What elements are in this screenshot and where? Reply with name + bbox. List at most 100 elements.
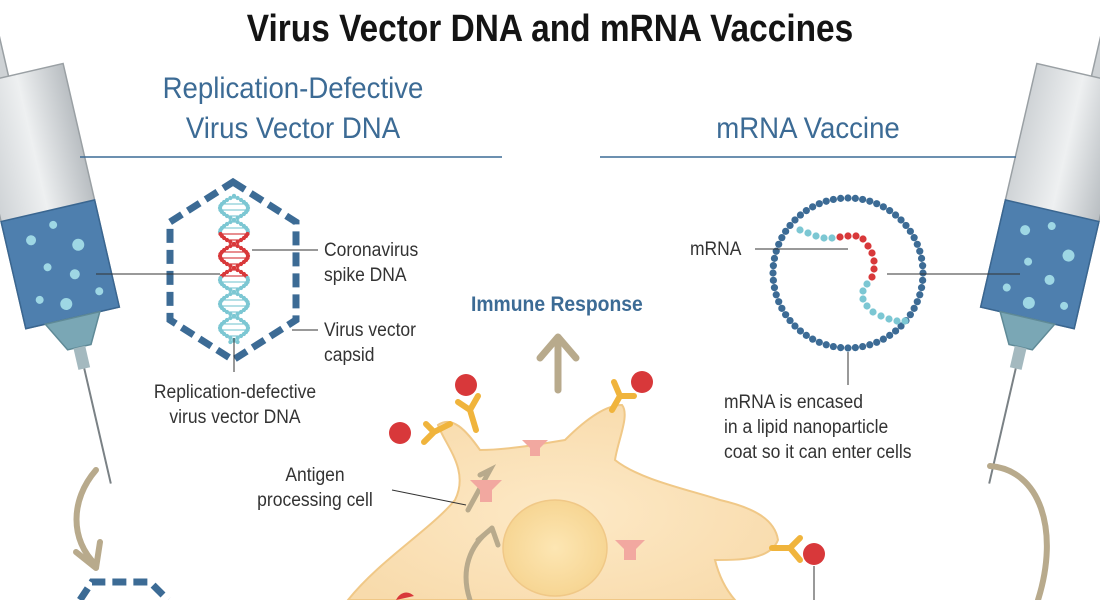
lipid-dot [859, 342, 867, 351]
lipid-dot [891, 327, 900, 335]
cell-nucleus [502, 499, 608, 597]
dna-strand-dot [224, 237, 230, 243]
left-curved-arrowhead [73, 539, 103, 571]
antibody-top-right [609, 371, 653, 413]
mrna-nucleotide [836, 233, 844, 241]
mrna-nucleotide [859, 287, 867, 295]
dna-strand-dot [228, 315, 233, 321]
lipid-dot [822, 197, 830, 205]
lipid-nanoparticle-coat [769, 194, 927, 352]
cell-leader [391, 489, 467, 506]
lipid-dot [844, 344, 852, 352]
label-spike-line1: Coronavirus [324, 240, 419, 261]
mrna-nucleotide [870, 257, 878, 265]
label-capsid-line2: capsid [324, 345, 375, 366]
left-needle-hub [43, 310, 101, 351]
dna-strand-dot [228, 335, 233, 341]
antigen-fragments [470, 440, 645, 560]
lipid-dot [791, 216, 799, 224]
lipid-dot [917, 254, 926, 262]
dna-double-helix [217, 193, 251, 345]
mrna-nucleotide [869, 308, 877, 316]
mrna-nucleotide [844, 232, 852, 240]
immune-up-arrow [536, 333, 580, 394]
dna-strand-dot [228, 263, 233, 269]
lipid-dot [886, 207, 894, 215]
lipid-dot [786, 221, 794, 230]
dna-strand-dot [235, 239, 240, 245]
page-title: Virus Vector DNA and mRNA Vaccines [246, 8, 854, 50]
lipid-dot [897, 216, 905, 224]
lipid-dot [778, 304, 786, 312]
lipid-dot [851, 344, 859, 352]
lipid-dot [913, 240, 921, 248]
dna-strand-dot [231, 193, 237, 199]
lipid-dot [770, 284, 779, 292]
lipid-dot [910, 304, 918, 312]
dna-strand-dot [224, 285, 230, 291]
dna-strand-dot [235, 339, 240, 345]
dna-strand-dot [224, 213, 230, 219]
lipid-dot [772, 291, 780, 299]
lipid-dot [913, 298, 921, 306]
lipid-dot [829, 342, 837, 351]
dna-strand-dot [238, 309, 244, 315]
antibody-top-left [389, 421, 453, 445]
lipid-dot [786, 316, 794, 325]
lipid-dot [775, 240, 783, 248]
label-spike-line2: spike DNA [324, 265, 407, 286]
mrna-nucleotide [863, 280, 871, 288]
dna-strand-dot [235, 287, 240, 293]
lipid-dot [778, 234, 786, 242]
lipid-dot [919, 262, 927, 270]
mrna-nucleotide [870, 265, 878, 273]
label-vector-line1: Replication-defective [153, 382, 317, 403]
label-coat-line1: mRNA is encased [724, 392, 863, 413]
lipid-dot [770, 254, 779, 262]
dna-strand-dot [238, 333, 244, 339]
mrna-nucleotide [859, 235, 867, 243]
right-needle-hub [999, 310, 1057, 351]
dna-strand-dot [228, 311, 233, 317]
lipid-dot [886, 331, 894, 339]
dna-strand-dot [228, 239, 233, 245]
dna-strand-dot [224, 261, 230, 267]
dna-strand-dot [228, 195, 233, 201]
label-cell-line1: Antigen [285, 465, 345, 486]
left-heading-line2: Virus Vector DNA [185, 112, 401, 145]
mrna-nucleotide [796, 226, 804, 234]
dna-strand-dot [235, 263, 240, 269]
lipid-dot [837, 194, 845, 202]
lipid-dot [879, 203, 887, 211]
lipid-dot [916, 247, 924, 255]
dna-strand-dot [228, 339, 233, 345]
antibody-right [769, 535, 825, 565]
lipid-dot [796, 211, 805, 219]
lipid-dot [837, 344, 845, 352]
lipid-dot [866, 197, 874, 205]
right-vaccine-fluid [979, 199, 1100, 330]
lipid-dot [809, 335, 817, 343]
bottom-capsid-partial [77, 578, 171, 600]
lipid-dot [815, 338, 823, 346]
mrna-nucleotide [868, 249, 876, 257]
dna-strand-dot [235, 267, 240, 273]
lipid-dot [802, 207, 810, 215]
lipid-dot [873, 200, 881, 208]
dna-strand-dot [238, 237, 244, 243]
mrna-nucleotide [893, 317, 901, 325]
dna-strand-dot [228, 267, 233, 273]
lipid-dot [906, 227, 914, 235]
lipid-dot [791, 322, 799, 330]
label-mrna: mRNA [690, 239, 742, 260]
dna-strand-dot [224, 309, 230, 315]
lipid-dot [782, 227, 790, 235]
left-needle [83, 368, 112, 484]
lipid-dot [802, 331, 810, 339]
dna-strand-dot [228, 219, 233, 225]
lipid-dot [769, 269, 777, 277]
dna-strand-dot [228, 215, 233, 221]
label-capsid-line1: Virus vector [324, 320, 416, 341]
cell-curved-arrow [463, 525, 501, 600]
